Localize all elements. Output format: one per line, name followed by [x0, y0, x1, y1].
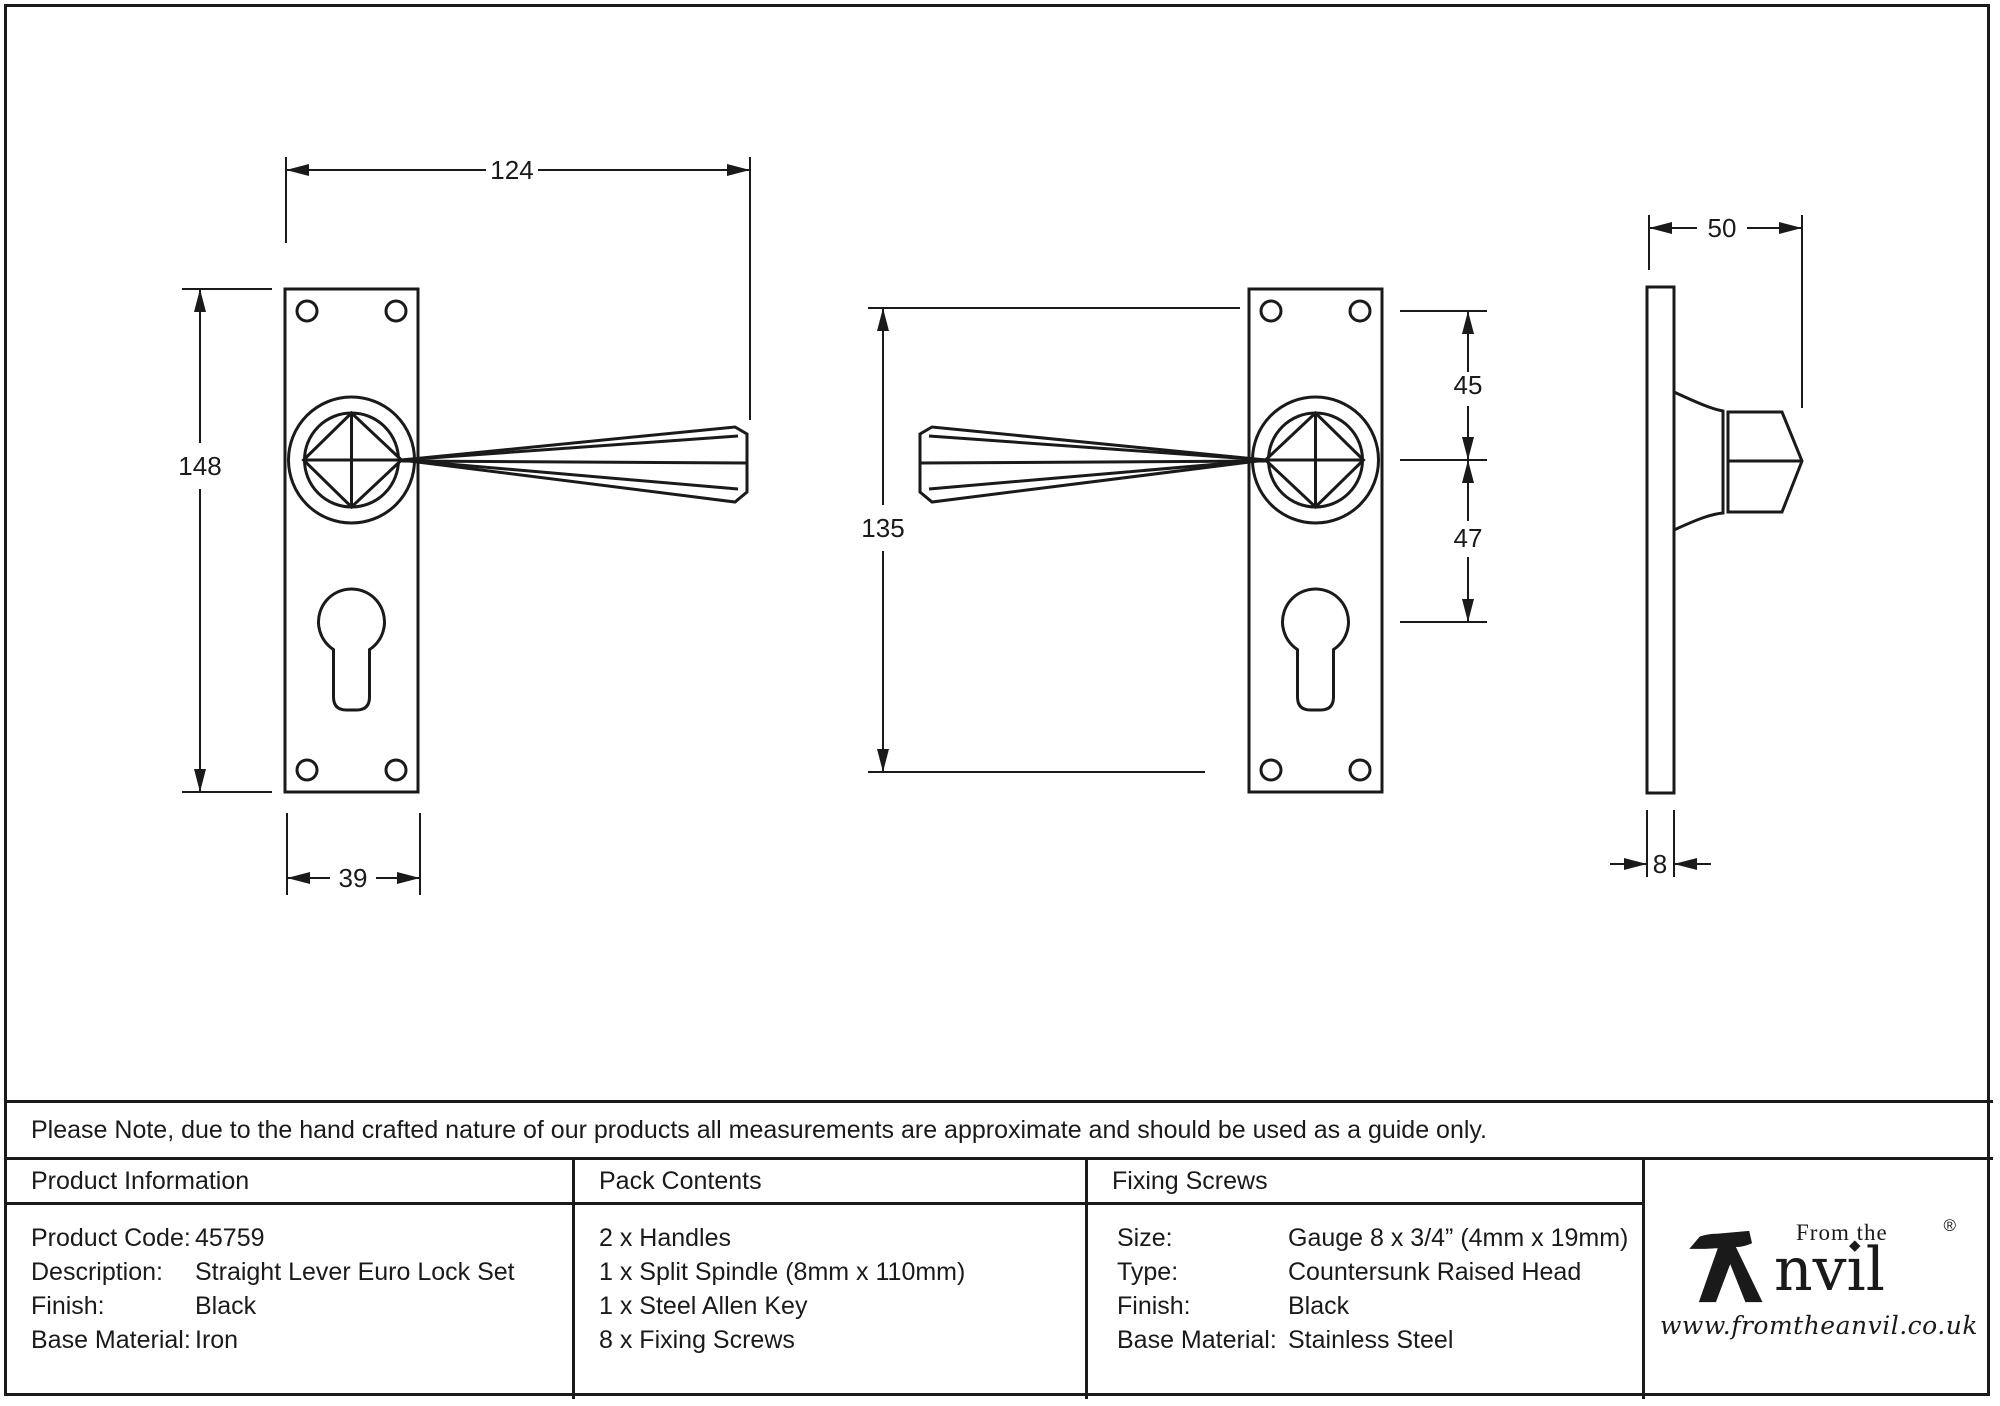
brand-prefix: From the: [1796, 1219, 1888, 1245]
backplate-side: [1645, 285, 1676, 795]
description-row: Description: Straight Lever Euro Lock Se…: [31, 1258, 515, 1286]
dim-screw-to-centre: 45 47: [1400, 310, 1487, 623]
base-material-row: Base Material: Iron: [31, 1326, 239, 1354]
dim-fixing-centres: 135: [861, 307, 1240, 773]
svg-text:50: 50: [1708, 213, 1737, 243]
screw-hole: [1348, 758, 1372, 782]
info-table: Please Note, due to the hand crafted nat…: [7, 1100, 1993, 1399]
dim-plate-width: 39: [286, 813, 421, 895]
pack-contents-cell: 2 x Handles 1 x Split Spindle (8mm x 110…: [575, 1205, 1088, 1399]
euro-keyhole: [1281, 587, 1350, 712]
pack-item: 1 x Split Spindle (8mm x 110mm): [599, 1258, 966, 1286]
header-product-information: Product Information: [7, 1160, 575, 1205]
screw-hole: [1259, 299, 1283, 323]
dim-handle-length: 124: [285, 155, 751, 420]
svg-text:39: 39: [339, 863, 368, 893]
brand-logo-cell: From the nvıl ◆ ® www.fromtheanvil.co.uk: [1645, 1160, 1993, 1399]
screw-hole: [1348, 299, 1372, 323]
backplate-front: [1247, 287, 1384, 794]
type-row: Type: Countersunk Raised Head: [1117, 1258, 1582, 1286]
brand-website: www.fromtheanvil.co.uk: [1660, 1310, 1978, 1340]
base-material-row: Base Material: Stainless Steel: [1117, 1326, 1454, 1354]
outer-border: [4, 4, 1990, 1396]
product-information-cell: Product Code: 45759 Description: Straigh…: [7, 1205, 575, 1399]
screw-hole: [1259, 758, 1283, 782]
pack-item: 2 x Handles: [599, 1224, 732, 1252]
size-row: Size: Gauge 8 x 3/4” (4mm x 19mm): [1117, 1224, 1629, 1252]
screw-hole: [295, 758, 319, 782]
header-fixing-screws: Fixing Screws: [1088, 1160, 1645, 1205]
registered-mark: ®: [1943, 1215, 1956, 1235]
dim-plate-height: 148: [178, 288, 272, 793]
fixing-screws-cell: Size: Gauge 8 x 3/4” (4mm x 19mm) Type: …: [1088, 1205, 1645, 1399]
measurement-note: Please Note, due to the hand crafted nat…: [7, 1100, 1993, 1160]
note-text: Please Note, due to the hand crafted nat…: [31, 1115, 1488, 1144]
dim-projection: 50: [1648, 213, 1803, 408]
svg-text:8: 8: [1653, 849, 1667, 879]
euro-keyhole: [317, 587, 386, 712]
finish-row: Finish: Black: [1117, 1292, 1350, 1320]
pack-item: 8 x Fixing Screws: [599, 1326, 795, 1354]
svg-text:148: 148: [178, 451, 221, 481]
handle-neck-side: [1673, 390, 1725, 532]
product-code-row: Product Code: 45759: [31, 1224, 265, 1252]
svg-text:135: 135: [861, 513, 904, 543]
brand-word: nvıl: [1774, 1234, 1885, 1305]
screw-hole: [295, 299, 319, 323]
svg-text:47: 47: [1454, 523, 1483, 553]
backplate-front: [283, 287, 420, 794]
svg-text:124: 124: [490, 155, 533, 185]
technical-drawing: 124 148 39: [178, 155, 1804, 895]
finish-row: Finish: Black: [31, 1292, 257, 1320]
svg-text:45: 45: [1454, 370, 1483, 400]
side-view: [1645, 285, 1804, 795]
anvil-icon: [1689, 1230, 1763, 1302]
dim-plate-thickness: 8: [1610, 810, 1711, 879]
screw-hole: [384, 758, 408, 782]
pack-item: 1 x Steel Allen Key: [599, 1292, 808, 1320]
header-pack-contents: Pack Contents: [575, 1160, 1088, 1205]
front-view-left: [283, 287, 749, 794]
from-the-anvil-logo: From the nvıl ◆ ®: [1686, 1216, 1956, 1310]
screw-hole: [384, 299, 408, 323]
front-view-middle: [918, 287, 1384, 794]
diamond-dot-icon: ◆: [1849, 1236, 1861, 1254]
